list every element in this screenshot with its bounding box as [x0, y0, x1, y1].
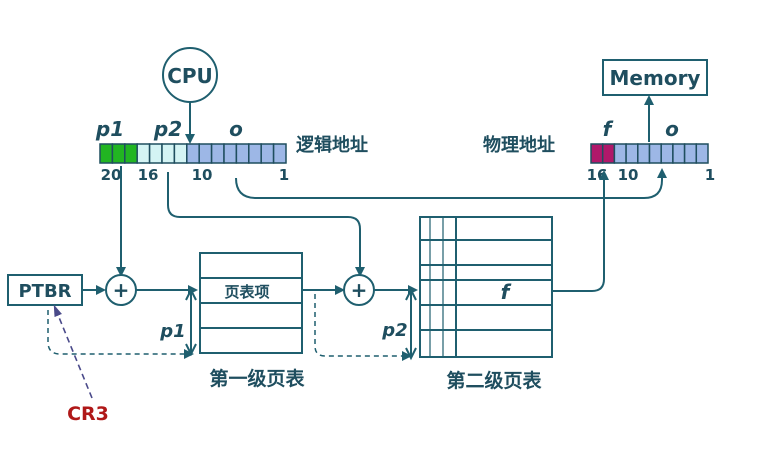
table2-entry-label: f: [501, 280, 512, 304]
logical-address-label: 逻辑地址: [296, 134, 368, 156]
offset-bit-cell: [248, 143, 262, 164]
p2-bit-cell: [161, 143, 176, 164]
phys-offset-bit-cell: [613, 143, 627, 164]
offset-bit-cell: [210, 143, 225, 164]
bit-16-label: 16: [138, 166, 159, 184]
physical-address-bar: [590, 143, 709, 164]
table2-offset-label: p2: [381, 320, 407, 341]
memory-label: Memory: [610, 66, 701, 90]
phys-bit-10-label: 10: [618, 166, 639, 184]
cr3-label: CR3: [67, 403, 109, 425]
phys-offset-bit-cell: [695, 143, 709, 164]
frame-bit-cell: [590, 143, 604, 164]
offset-bit-cell: [198, 143, 213, 164]
bit-1-label: 1: [279, 166, 289, 184]
offset-bit-cell: [223, 143, 238, 164]
offset-bit-cell: [235, 143, 250, 164]
phys-offset-bit-cell: [683, 143, 698, 164]
memory-box: [602, 59, 708, 96]
table1-offset-arrowhead: [185, 287, 197, 301]
adder-1-symbol: +: [113, 278, 130, 302]
p1-bit-cell: [111, 143, 126, 164]
phys-field-o-label: o: [665, 117, 679, 141]
cpu-node: CPU: [162, 47, 218, 103]
frame-bit-cell: [601, 143, 616, 164]
logical-address-bar: [99, 143, 287, 164]
physical-address-label: 物理地址: [483, 134, 555, 156]
p1-bit-cell: [99, 143, 114, 164]
memory-node: Memory: [602, 59, 708, 96]
table2-offset-arrowhead: [405, 287, 417, 301]
ptbr-label: PTBR: [18, 281, 71, 302]
frame-to-physical-arrow: [552, 170, 609, 292]
bit-10-label: 10: [192, 166, 213, 184]
second-level-page-table: f: [419, 216, 553, 358]
table1-offset-label: p1: [159, 321, 185, 342]
cr3-to-ptbr-arrow: [53, 304, 93, 399]
table2-frame: [419, 216, 553, 358]
phys-field-f-label: f: [603, 117, 614, 141]
table1-entry-label: 页表项: [224, 283, 269, 301]
phys-offset-bit-cell: [637, 143, 651, 164]
field-o-label: o: [229, 117, 243, 141]
adder-2: +: [343, 274, 375, 306]
p2-bit-cell: [148, 143, 163, 164]
phys-offset-bit-cell: [660, 143, 674, 164]
p2-bit-cell: [136, 143, 151, 164]
offset-bit-cell: [272, 143, 287, 164]
first-level-page-table: 页表项: [199, 252, 303, 354]
p2-bit-cell: [173, 143, 188, 164]
field-p1-label: p1: [95, 117, 124, 141]
offset-to-physical-arrow: [235, 168, 667, 199]
phys-offset-bit-cell: [625, 143, 639, 164]
phys-offset-bit-cell: [672, 143, 686, 164]
field-p2-label: p2: [153, 117, 182, 141]
adder-2-symbol: +: [351, 278, 368, 302]
cpu-label: CPU: [167, 64, 213, 88]
phys-offset-bit-cell: [648, 143, 662, 164]
table1-caption: 第一级页表: [209, 367, 305, 390]
bit-20-label: 20: [101, 166, 122, 184]
phys-bit-1-label: 1: [705, 166, 715, 184]
table2-caption: 第二级页表: [446, 369, 542, 392]
adder-1: +: [105, 274, 137, 306]
offset-bit-cell: [260, 143, 275, 164]
offset-bit-cell: [186, 143, 200, 164]
ptbr-register: PTBR: [7, 274, 83, 306]
p2-to-adder2-arrow: [167, 172, 365, 277]
p1-bit-cell: [124, 143, 138, 164]
